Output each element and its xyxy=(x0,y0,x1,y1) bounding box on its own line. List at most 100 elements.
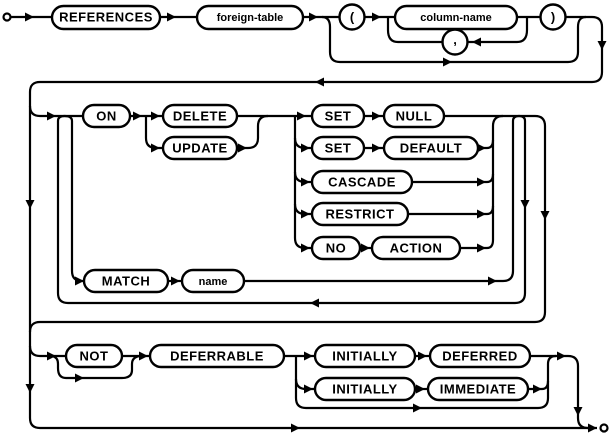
arrowhead xyxy=(533,384,542,394)
arrowhead xyxy=(472,37,481,47)
rail-segment xyxy=(51,354,141,380)
node-initially-deferred-initially-label: INITIALLY xyxy=(332,349,397,364)
node-open-paren-label: ( xyxy=(350,10,355,25)
rail-segment xyxy=(386,17,443,44)
arrowhead xyxy=(520,200,530,209)
node-references-label: REFERENCES xyxy=(59,10,153,25)
node-delete: DELETE xyxy=(161,103,239,129)
node-name: name xyxy=(180,268,246,294)
arrowhead xyxy=(139,351,148,361)
node-not-label: NOT xyxy=(80,349,109,364)
arrowhead xyxy=(167,12,176,22)
rail-segment xyxy=(28,114,547,333)
rail-segment xyxy=(237,114,269,150)
node-comma: , xyxy=(441,28,469,56)
node-match: MATCH xyxy=(82,268,170,294)
arrowhead xyxy=(540,211,550,220)
arrowhead xyxy=(25,200,35,209)
rail-segment xyxy=(408,205,495,216)
arrowhead xyxy=(416,384,425,394)
node-action-label: ACTION xyxy=(390,241,443,256)
arrowhead xyxy=(557,351,566,361)
node-column-name: column-name xyxy=(393,4,519,31)
arrowhead xyxy=(443,57,452,67)
rail-segment xyxy=(294,356,307,410)
arrowhead xyxy=(47,111,56,121)
arrowhead xyxy=(75,276,84,286)
node-deferrable-label: DEFERRABLE xyxy=(170,349,264,364)
rail-segment xyxy=(28,345,66,358)
arrowhead xyxy=(488,276,497,286)
arrowhead xyxy=(372,143,381,153)
node-delete-label: DELETE xyxy=(173,109,227,124)
node-foreign-table: foreign-table xyxy=(195,4,305,31)
node-default: DEFAULT xyxy=(382,135,480,161)
node-comma-label: , xyxy=(453,32,457,47)
arrowhead xyxy=(304,384,313,394)
node-set-default-set-label: SET xyxy=(325,141,352,156)
rail-segment xyxy=(530,354,589,430)
rail-segment xyxy=(56,114,527,305)
arrowhead xyxy=(315,77,324,87)
node-no: NO xyxy=(310,235,362,261)
arrowhead xyxy=(418,351,427,361)
node-open-paren: ( xyxy=(338,3,366,31)
arrowhead xyxy=(301,143,310,153)
node-restrict-label: RESTRICT xyxy=(326,207,395,222)
node-set-null-set: SET xyxy=(310,103,366,129)
arrowhead xyxy=(413,403,422,413)
arrowhead xyxy=(477,243,486,253)
rail-segment xyxy=(321,15,587,64)
arrowhead xyxy=(361,243,370,253)
arrowhead xyxy=(133,111,142,121)
arrowhead xyxy=(291,423,300,433)
arrowhead xyxy=(309,12,318,22)
node-initially-deferred-initially: INITIALLY xyxy=(313,343,417,369)
node-name-label: name xyxy=(199,276,228,288)
rail-segment xyxy=(144,116,163,150)
node-restrict: RESTRICT xyxy=(310,201,410,227)
arrowhead xyxy=(477,177,486,187)
arrowhead xyxy=(304,351,313,361)
node-action: ACTION xyxy=(370,235,462,261)
rail-segment xyxy=(28,417,597,430)
arrowhead xyxy=(588,423,597,433)
node-set-null-set-label: SET xyxy=(325,109,352,124)
arrowhead xyxy=(372,12,381,22)
node-initially-immediate-initially-label: INITIALLY xyxy=(332,382,397,397)
node-cascade: CASCADE xyxy=(310,169,414,195)
node-set-default-set: SET xyxy=(310,135,366,161)
node-not: NOT xyxy=(64,343,124,369)
arrowhead xyxy=(47,351,56,361)
node-column-name-label: column-name xyxy=(420,12,492,24)
arrowhead xyxy=(238,143,247,153)
rail-segment xyxy=(460,239,495,250)
rail-segment xyxy=(491,114,504,240)
node-no-label: NO xyxy=(326,241,347,256)
node-references: REFERENCES xyxy=(50,4,162,31)
arrowhead xyxy=(25,12,34,22)
node-foreign-table-label: foreign-table xyxy=(217,12,284,24)
arrowheads xyxy=(25,12,607,433)
node-deferred: DEFERRED xyxy=(428,343,532,369)
arrowhead xyxy=(25,384,35,393)
node-deferred-label: DEFERRED xyxy=(442,349,518,364)
arrowhead xyxy=(301,243,310,253)
arrowhead xyxy=(310,298,319,308)
arrowhead xyxy=(372,111,381,121)
start-terminal xyxy=(2,12,12,22)
arrowhead xyxy=(151,143,160,153)
arrowhead xyxy=(171,276,180,286)
node-on: ON xyxy=(81,103,132,129)
arrowhead xyxy=(297,111,306,121)
rail-segment xyxy=(28,15,604,93)
node-close-paren-label: ) xyxy=(551,10,555,25)
node-deferrable: DEFERRABLE xyxy=(148,343,286,369)
arrowhead xyxy=(301,177,310,187)
rail-segment xyxy=(528,380,550,391)
arrowhead xyxy=(477,209,486,219)
node-update-label: UPDATE xyxy=(172,141,227,156)
arrowhead xyxy=(301,209,310,219)
arrowhead xyxy=(75,373,84,383)
